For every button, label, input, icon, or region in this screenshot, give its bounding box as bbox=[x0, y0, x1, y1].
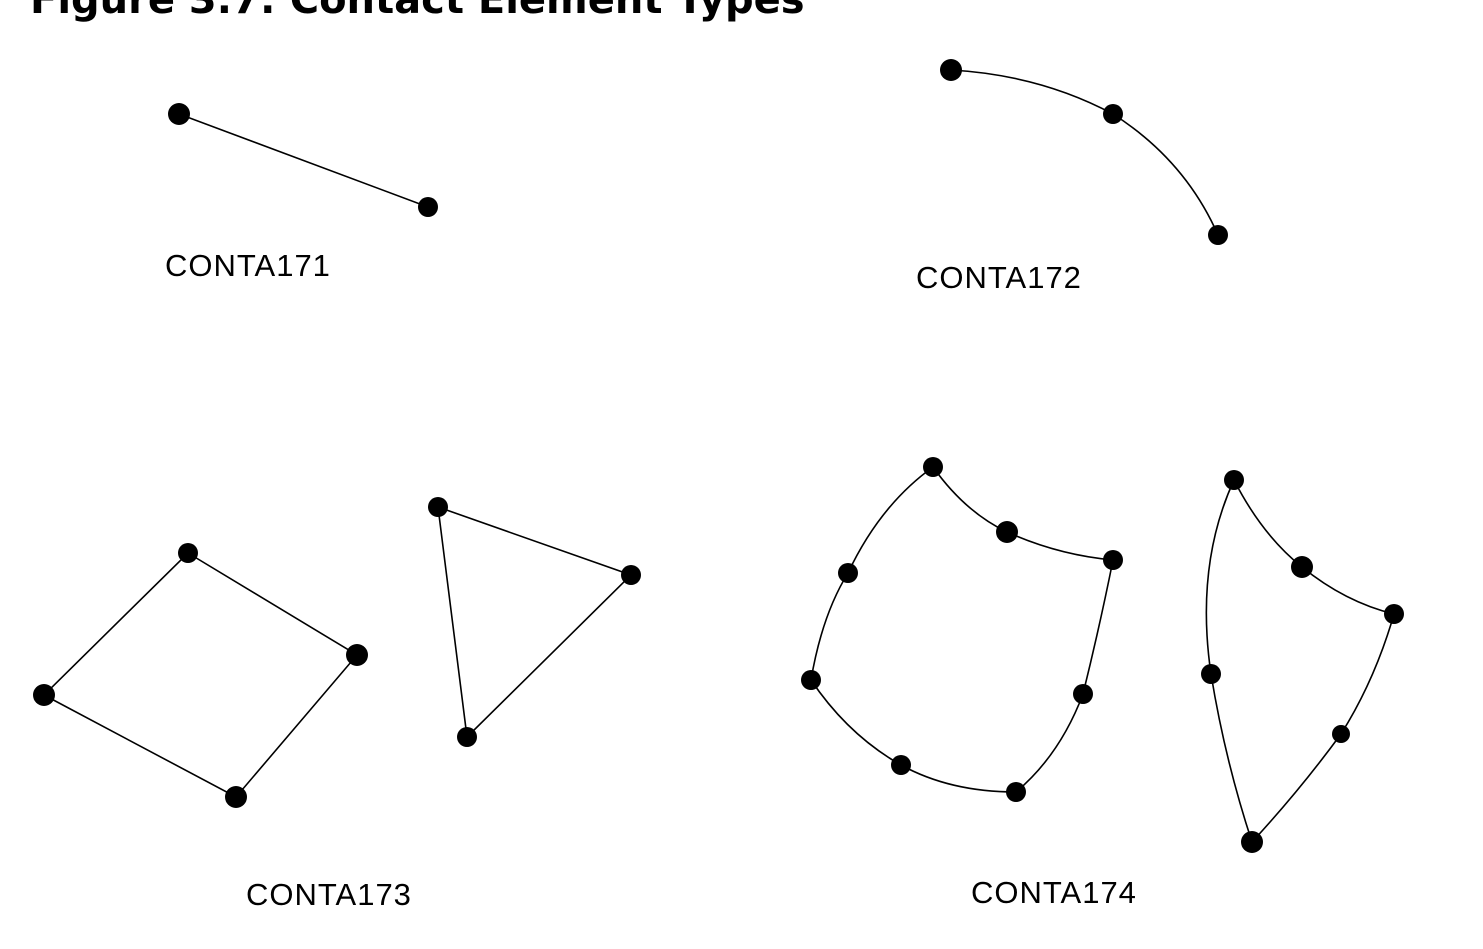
conta174-node bbox=[891, 755, 911, 775]
conta173-node bbox=[178, 543, 198, 563]
conta173-node bbox=[428, 497, 448, 517]
conta174-node bbox=[1241, 831, 1263, 853]
conta172-node bbox=[1103, 104, 1123, 124]
conta174-node bbox=[923, 457, 943, 477]
conta171-edge bbox=[178, 113, 429, 208]
conta173-node bbox=[33, 684, 55, 706]
conta174-quad-edge bbox=[810, 465, 1114, 793]
conta171-node bbox=[168, 103, 190, 125]
conta172-element: CONTA172 bbox=[916, 59, 1228, 295]
conta173-node bbox=[346, 644, 368, 666]
conta173-element: CONTA173 bbox=[33, 497, 641, 912]
conta173-quad-edge bbox=[42, 551, 359, 799]
conta174-node bbox=[1073, 684, 1093, 704]
conta174-node bbox=[801, 670, 821, 690]
conta174-node bbox=[1224, 470, 1244, 490]
conta171-node bbox=[418, 197, 438, 217]
conta174-label: CONTA174 bbox=[971, 875, 1137, 910]
conta174-element: CONTA174 bbox=[801, 457, 1404, 910]
conta171-element: CONTA171 bbox=[165, 103, 438, 283]
conta174-node bbox=[1201, 664, 1221, 684]
conta173-tri-edge bbox=[437, 505, 633, 739]
conta174-node bbox=[996, 521, 1018, 543]
conta172-label: CONTA172 bbox=[916, 260, 1082, 295]
conta174-node bbox=[838, 563, 858, 583]
conta174-node bbox=[1291, 556, 1313, 578]
conta173-label: CONTA173 bbox=[246, 877, 412, 912]
conta171-label: CONTA171 bbox=[165, 248, 331, 283]
conta174-node bbox=[1103, 550, 1123, 570]
figure-title: Figure 3.7: Contact Element Types bbox=[30, 0, 805, 23]
conta172-node bbox=[1208, 225, 1228, 245]
conta174-node bbox=[1332, 725, 1350, 743]
conta173-node bbox=[457, 727, 477, 747]
conta174-tri-edge bbox=[1205, 478, 1395, 844]
conta172-edge bbox=[950, 69, 1219, 236]
conta174-node bbox=[1384, 604, 1404, 624]
conta173-node bbox=[225, 786, 247, 808]
conta174-node bbox=[1006, 782, 1026, 802]
conta173-node bbox=[621, 565, 641, 585]
conta172-node bbox=[940, 59, 962, 81]
